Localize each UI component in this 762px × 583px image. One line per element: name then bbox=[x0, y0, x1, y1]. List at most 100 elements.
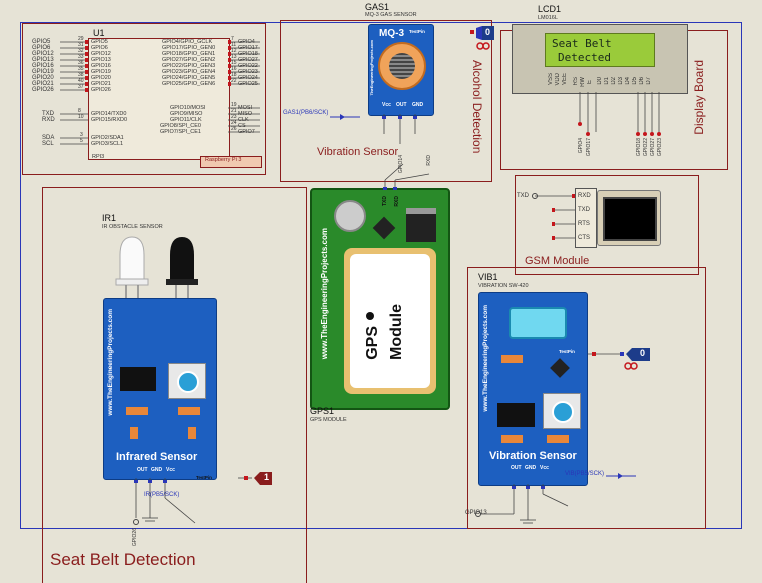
alcohol-detection-label: Alcohol Detection bbox=[470, 60, 484, 154]
lcd-display[interactable]: Seat Belt Detected VSS VDD VEE RS RW E D… bbox=[512, 24, 688, 94]
ir-potentiometer-icon bbox=[168, 363, 206, 399]
gps-module[interactable]: TXD RXD www.TheEngineeringProjects.com G… bbox=[310, 188, 450, 410]
rpi-spi-right: CLK bbox=[238, 117, 249, 123]
rpi-spi-right: CS bbox=[238, 123, 246, 129]
rpi-left-pin-num: 29 bbox=[78, 36, 84, 42]
gas-sensor[interactable]: MQ-3 TestPin TheEngineeringProjects.com … bbox=[368, 24, 434, 116]
gps-chip-icon bbox=[372, 216, 396, 240]
rpi-left-pin-num: 38 bbox=[78, 72, 84, 78]
lcd-net-left: GPIO17 bbox=[586, 138, 592, 157]
vib-pin-gnd: GND bbox=[525, 465, 537, 471]
gsm-terminal-icon bbox=[597, 190, 661, 246]
rpi-board-label: Raspberry Pi 3 bbox=[205, 157, 242, 163]
rpi-right-pin-label: GPIO18 bbox=[238, 51, 258, 57]
rpi-inner-left: GPIO5 bbox=[91, 39, 108, 45]
gas-part: MQ-3 GAS SENSOR bbox=[365, 12, 417, 18]
lcd-pin: D2 bbox=[611, 77, 617, 85]
raspberry-pi[interactable]: U1 Raspberry Pi 3 RPI3 bbox=[30, 28, 262, 168]
rpi-uart-label: TXD bbox=[42, 111, 54, 117]
ir-pin-vcc: Vcc bbox=[166, 467, 175, 473]
gas-pin-vcc: Vcc bbox=[382, 102, 391, 108]
lcd-net-right: GPIO23 bbox=[657, 138, 663, 157]
vib-net-bottom: GPIO13 bbox=[465, 510, 487, 516]
rpi-left-pin-num: 32 bbox=[78, 48, 84, 54]
ir-side-text: www.TheEngineeringProjects.com bbox=[107, 309, 114, 416]
rpi-pins-graphic bbox=[60, 40, 260, 145]
vib-resistor-icon-2 bbox=[501, 435, 523, 443]
ir-probe-icon bbox=[238, 472, 272, 485]
gps-antenna-patch: GPS Module bbox=[344, 248, 436, 394]
gsm-module[interactable]: RXD TXD RTS CTS bbox=[575, 188, 661, 248]
ir-ref: IR1 bbox=[102, 213, 117, 223]
vib-pin-out: OUT bbox=[511, 465, 522, 471]
rpi-inner-left: GPIO16 bbox=[91, 63, 111, 69]
vib-sensor[interactable]: www.TheEngineeringProjects.com Vibration… bbox=[478, 292, 588, 486]
lcd-pin: D6 bbox=[639, 77, 645, 85]
gsm-pin: TXD bbox=[578, 207, 590, 213]
lcd-net-right: GPIO27 bbox=[650, 138, 656, 157]
rpi-left-pin-label: GPIO20 bbox=[32, 75, 54, 81]
rpi-spi-num: 23 bbox=[231, 114, 237, 120]
gsm-wiring bbox=[532, 193, 575, 240]
lcd-pin-legs bbox=[578, 92, 661, 136]
rpi-inner-left: GPIO20 bbox=[91, 75, 111, 81]
rpi-uart-num: 10 bbox=[78, 114, 84, 120]
rpi-inner-uart: GPIO15/RXD0 bbox=[91, 117, 128, 123]
rpi-left-pin-label: GPIO21 bbox=[32, 81, 54, 87]
gps-title: GPS bbox=[364, 326, 381, 360]
gps-pin-rxd: RXD bbox=[394, 196, 400, 207]
gsm-pin: RXD bbox=[578, 193, 591, 199]
gps-side-text: www.TheEngineeringProjects.com bbox=[320, 228, 329, 360]
vib-potentiometer-icon bbox=[543, 393, 581, 429]
ir-probe-value: 1 bbox=[264, 472, 270, 482]
lcd-pin: D0 bbox=[597, 77, 603, 85]
rpi-left-pin-num: 31 bbox=[78, 42, 84, 48]
ir-net-label: IR(PB5/SCK) bbox=[144, 492, 180, 498]
gsm-module-label: GSM Module bbox=[525, 255, 590, 267]
lcd-pin: D4 bbox=[625, 77, 631, 85]
rpi-left-pin-label: GPIO5 bbox=[32, 39, 51, 45]
rpi-left-pin-num: 40 bbox=[78, 78, 84, 84]
rpi-inner-spi: GPIO10/MOSI bbox=[170, 105, 206, 111]
vib-resistor-icon-3 bbox=[547, 435, 569, 443]
lcd-pin: RS bbox=[573, 77, 579, 86]
rpi-right-num: 15 bbox=[231, 60, 237, 66]
ir-testpin: TestPin bbox=[196, 475, 212, 480]
rpi-spi-num: 21 bbox=[231, 108, 237, 114]
rpi-left-pin-num: 36 bbox=[78, 60, 84, 66]
rpi-inner-right: GPIO18/GPIO_GEN1 bbox=[162, 51, 216, 57]
gps-antenna-connector-icon bbox=[334, 200, 366, 232]
vib-resistor-icon bbox=[501, 355, 523, 363]
rpi-left-pin-label: GPIO19 bbox=[32, 69, 54, 75]
rpi-right-num: 12 bbox=[231, 48, 237, 54]
lcd-pin: D3 bbox=[618, 77, 624, 85]
vibration-frame bbox=[467, 267, 706, 529]
rpi-inner-left: GPIO26 bbox=[91, 87, 111, 93]
lcd-line2: Detected bbox=[558, 51, 611, 64]
gas-probe-coil-icon bbox=[476, 42, 490, 50]
gps-ref: GPS1 bbox=[310, 406, 335, 416]
ir-led-icon-2 bbox=[188, 427, 196, 439]
display-board-label: Display Board bbox=[692, 60, 706, 135]
ir-net-bottom: GPIO26 bbox=[132, 528, 138, 547]
rpi-inner-left: GPIO21 bbox=[91, 81, 111, 87]
rpi-right-pin-label: GPIO24 bbox=[238, 75, 258, 81]
vib-probe[interactable]: 0 bbox=[588, 346, 654, 375]
gps-part: GPS MODULE bbox=[310, 417, 347, 423]
ir-title: Infrared Sensor bbox=[116, 451, 198, 463]
rpi-spi-num: 24 bbox=[231, 120, 237, 126]
gas-probe[interactable]: 0 bbox=[470, 26, 496, 47]
ir-sensor[interactable]: www.TheEngineeringProjects.com Infrared … bbox=[103, 298, 217, 480]
rpi-inner-left: GPIO12 bbox=[91, 51, 111, 57]
rpi-inner-right: GPIO24/GPIO_GEN5 bbox=[162, 75, 216, 81]
lcd-pin: E bbox=[587, 80, 593, 85]
rpi-right-num: 22 bbox=[231, 78, 237, 84]
lcd-pin: VDD bbox=[555, 73, 561, 86]
vib-switch-icon bbox=[509, 307, 567, 339]
lcd-screen: Seat Belt Detected bbox=[545, 33, 655, 67]
rpi-right-pin-label: GPIO4 bbox=[238, 39, 255, 45]
rpi-spi-right: MOSI bbox=[238, 105, 253, 111]
ir-probe[interactable]: 1 bbox=[238, 470, 278, 493]
lcd-ref: LCD1 bbox=[538, 4, 562, 14]
rpi-inner-i2c: GPIO3/SCL1 bbox=[91, 141, 124, 147]
